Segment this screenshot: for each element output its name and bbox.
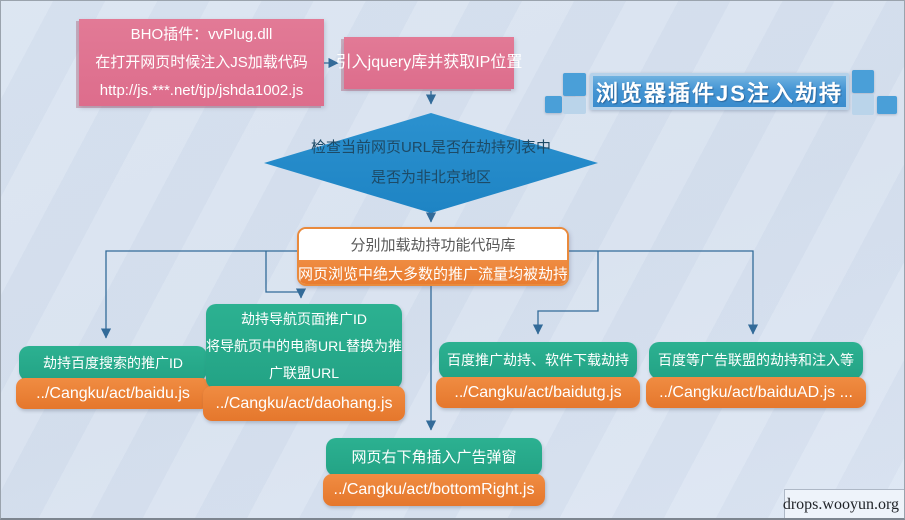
node-baidu-hijack: 劫持百度搜索的推广ID ../Cangku/act/baidu.js (16, 346, 210, 409)
watermark-text: drops.wooyun.org (782, 496, 899, 513)
node-daohang-hijack: 劫持导航页面推广ID 将导航页中的电商URL替换为推 广联盟URL ../Can… (203, 304, 405, 421)
node-text: 引入jquery库并获取IP位置 (335, 54, 523, 71)
node-jquery: 引入jquery库并获取IP位置 (336, 37, 522, 89)
node-text: http://js.***.net/tjp/jshda1002.js (99, 81, 304, 99)
node-baiduad-hijack: 百度等广告联盟的劫持和注入等 ../Cangku/act/baiduAD.js … (646, 342, 866, 408)
node-text: 在打开网页时候注入JS加载代码 (95, 53, 308, 71)
title-banner: 浏览器插件JS注入劫持 (590, 73, 849, 110)
node-script-path: ../Cangku/act/bottomRight.js (323, 474, 545, 506)
decor-square (545, 96, 562, 113)
loader-bottom-text: 网页浏览中绝大多数的推广流量均被劫持 (299, 260, 567, 284)
node-green-section: 劫持导航页面推广ID 将导航页中的电商URL替换为推 广联盟URL (206, 304, 402, 389)
node-decision: 检查当前网页URL是否在劫持列表中 是否为非北京地区 (264, 113, 598, 213)
loader-top-text: 分别加载劫持功能代码库 (299, 229, 567, 260)
node-script-path: ../Cangku/act/daohang.js (203, 386, 405, 421)
diamond-text: 检查当前网页URL是否在劫持列表中 是否为非北京地区 (264, 113, 598, 213)
node-text: 广联盟URL (268, 365, 339, 381)
node-script-path: ../Cangku/act/baidutg.js (436, 377, 640, 408)
node-bottomright-popup: 网页右下角插入广告弹窗 ../Cangku/act/bottomRight.js (323, 438, 545, 506)
node-bho-plugin: BHO插件：vvPlug.dll 在打开网页时候注入JS加载代码 http://… (79, 19, 324, 106)
watermark: drops.wooyun.org (782, 489, 904, 518)
node-script-path: ../Cangku/act/baiduAD.js ... (646, 377, 866, 408)
decor-square (852, 94, 874, 115)
node-text: 检查当前网页URL是否在劫持列表中 (310, 139, 551, 156)
title-banner-text: 浏览器插件JS注入劫持 (596, 80, 843, 106)
node-text: 网页右下角插入广告弹窗 (351, 448, 517, 466)
node-text: 百度推广劫持、软件下载劫持 (447, 352, 629, 368)
decor-square (563, 73, 586, 96)
node-text: 劫持百度搜索的推广ID (43, 355, 183, 371)
node-green-section: 劫持百度搜索的推广ID (19, 346, 207, 381)
node-text: 是否为非北京地区 (370, 169, 491, 186)
node-green-section: 百度等广告联盟的劫持和注入等 (649, 342, 863, 379)
node-text: 百度等广告联盟的劫持和注入等 (658, 352, 854, 368)
node-text: 将导航页中的电商URL替换为推 (206, 338, 403, 354)
decor-square (563, 97, 586, 114)
node-green-section: 网页右下角插入广告弹窗 (326, 438, 542, 476)
node-green-section: 百度推广劫持、软件下载劫持 (439, 342, 637, 379)
decor-square (877, 96, 897, 114)
node-text: BHO插件：vvPlug.dll (130, 25, 273, 43)
node-baidutg-hijack: 百度推广劫持、软件下载劫持 ../Cangku/act/baidutg.js (436, 342, 640, 408)
node-script-path: ../Cangku/act/baidu.js (16, 378, 210, 409)
decor-square (852, 70, 874, 93)
node-loader: 分别加载劫持功能代码库 网页浏览中绝大多数的推广流量均被劫持 (297, 227, 569, 286)
node-text: 劫持导航页面推广ID (241, 311, 367, 327)
